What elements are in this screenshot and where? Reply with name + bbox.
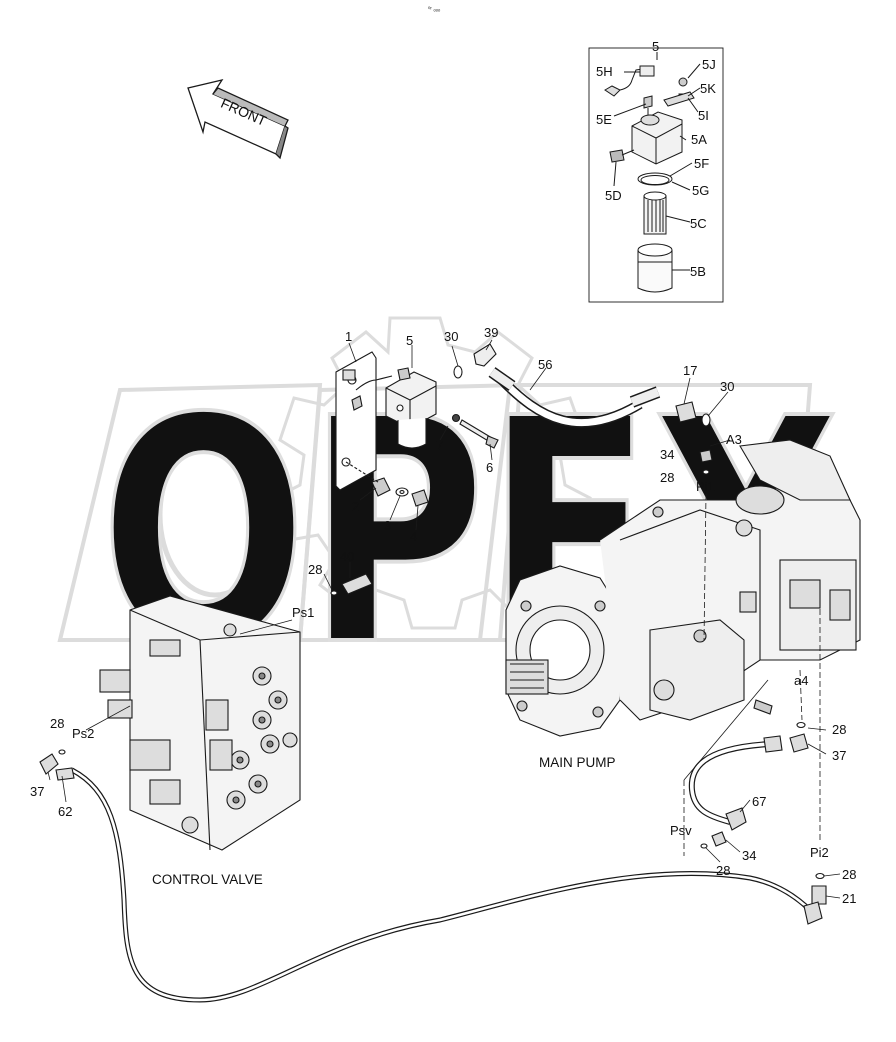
label-34-psv: 34 <box>742 848 756 863</box>
label-17: 17 <box>683 363 697 378</box>
plug-34-a3 <box>699 449 713 475</box>
label-67: 67 <box>752 794 766 809</box>
label-1: 1 <box>345 329 352 344</box>
label-7: 7 <box>436 438 443 453</box>
main-pump-caption: MAIN PUMP <box>539 755 616 770</box>
part-labels: 1 5 30 39 56 17 30 A3 34 28 Pi1 7 6 2 3 … <box>30 325 856 906</box>
label-5F: 5F <box>694 156 709 171</box>
control-valve-caption: CONTROL VALVE <box>152 872 263 887</box>
fittings-right <box>700 721 827 925</box>
label-5B: 5B <box>690 264 706 279</box>
label-A3: A3 <box>726 432 742 447</box>
label-2: 2 <box>352 499 359 514</box>
label-28-a4: 28 <box>832 722 846 737</box>
label-21: 21 <box>842 891 856 906</box>
label-5G: 5G <box>692 183 709 198</box>
label-4: 4 <box>410 529 417 544</box>
label-5C: 5C <box>690 216 707 231</box>
label-37-left: 37 <box>30 784 44 799</box>
label-a4: a4 <box>794 673 808 688</box>
label-34-a3: 34 <box>660 447 674 462</box>
bolts-2-3-4 <box>345 461 429 507</box>
label-5: 5 <box>406 333 413 348</box>
label-Ps2: Ps2 <box>72 726 94 741</box>
label-5A: 5A <box>691 132 707 147</box>
label-5J: 5J <box>702 57 716 72</box>
front-arrow: FRONT <box>187 78 289 160</box>
label-5D: 5D <box>605 188 622 203</box>
label-28-psv: 28 <box>716 863 730 878</box>
label-39: 39 <box>484 325 498 340</box>
detail-title: 5 <box>652 39 659 54</box>
bolt-6 <box>451 413 499 449</box>
label-Pi2: Pi2 <box>810 845 829 860</box>
pipe-62 <box>70 767 814 1003</box>
label-28-40: 28 <box>308 562 322 577</box>
label-28-ps2: 28 <box>50 716 64 731</box>
filter-bracket-assembly <box>335 351 437 491</box>
label-5I: 5I <box>698 108 709 123</box>
label-30-top: 30 <box>444 329 458 344</box>
fittings-ps2 <box>39 749 75 781</box>
label-30-right: 30 <box>720 379 734 394</box>
fitting-40 <box>330 573 373 596</box>
label-37-right: 37 <box>832 748 846 763</box>
leader-lines <box>47 339 841 899</box>
control-valve <box>99 595 301 851</box>
label-56: 56 <box>538 357 552 372</box>
label-6: 6 <box>486 460 493 475</box>
label-3: 3 <box>384 518 391 533</box>
label-28-a3: 28 <box>660 470 674 485</box>
label-Pi1: Pi1 <box>696 479 715 494</box>
label-28-pi2: 28 <box>842 867 856 882</box>
header-mark: ⁰ʳ ₒₒₒ <box>428 6 441 13</box>
label-5E: 5E <box>596 112 612 127</box>
label-Psv: Psv <box>670 823 692 838</box>
main-pump <box>505 439 861 737</box>
hose-56 <box>488 367 661 428</box>
hose-67 <box>688 741 771 825</box>
label-5K: 5K <box>700 81 716 96</box>
adapter-17 <box>675 401 711 427</box>
detail-box: 5 5H 5J 5K 5I 5E 5A 5F 5D 5G 5C 5B <box>588 39 724 303</box>
label-62: 62 <box>58 804 72 819</box>
label-5H: 5H <box>596 64 613 79</box>
label-Ps1: Ps1 <box>292 605 314 620</box>
label-40: 40 <box>340 549 354 564</box>
